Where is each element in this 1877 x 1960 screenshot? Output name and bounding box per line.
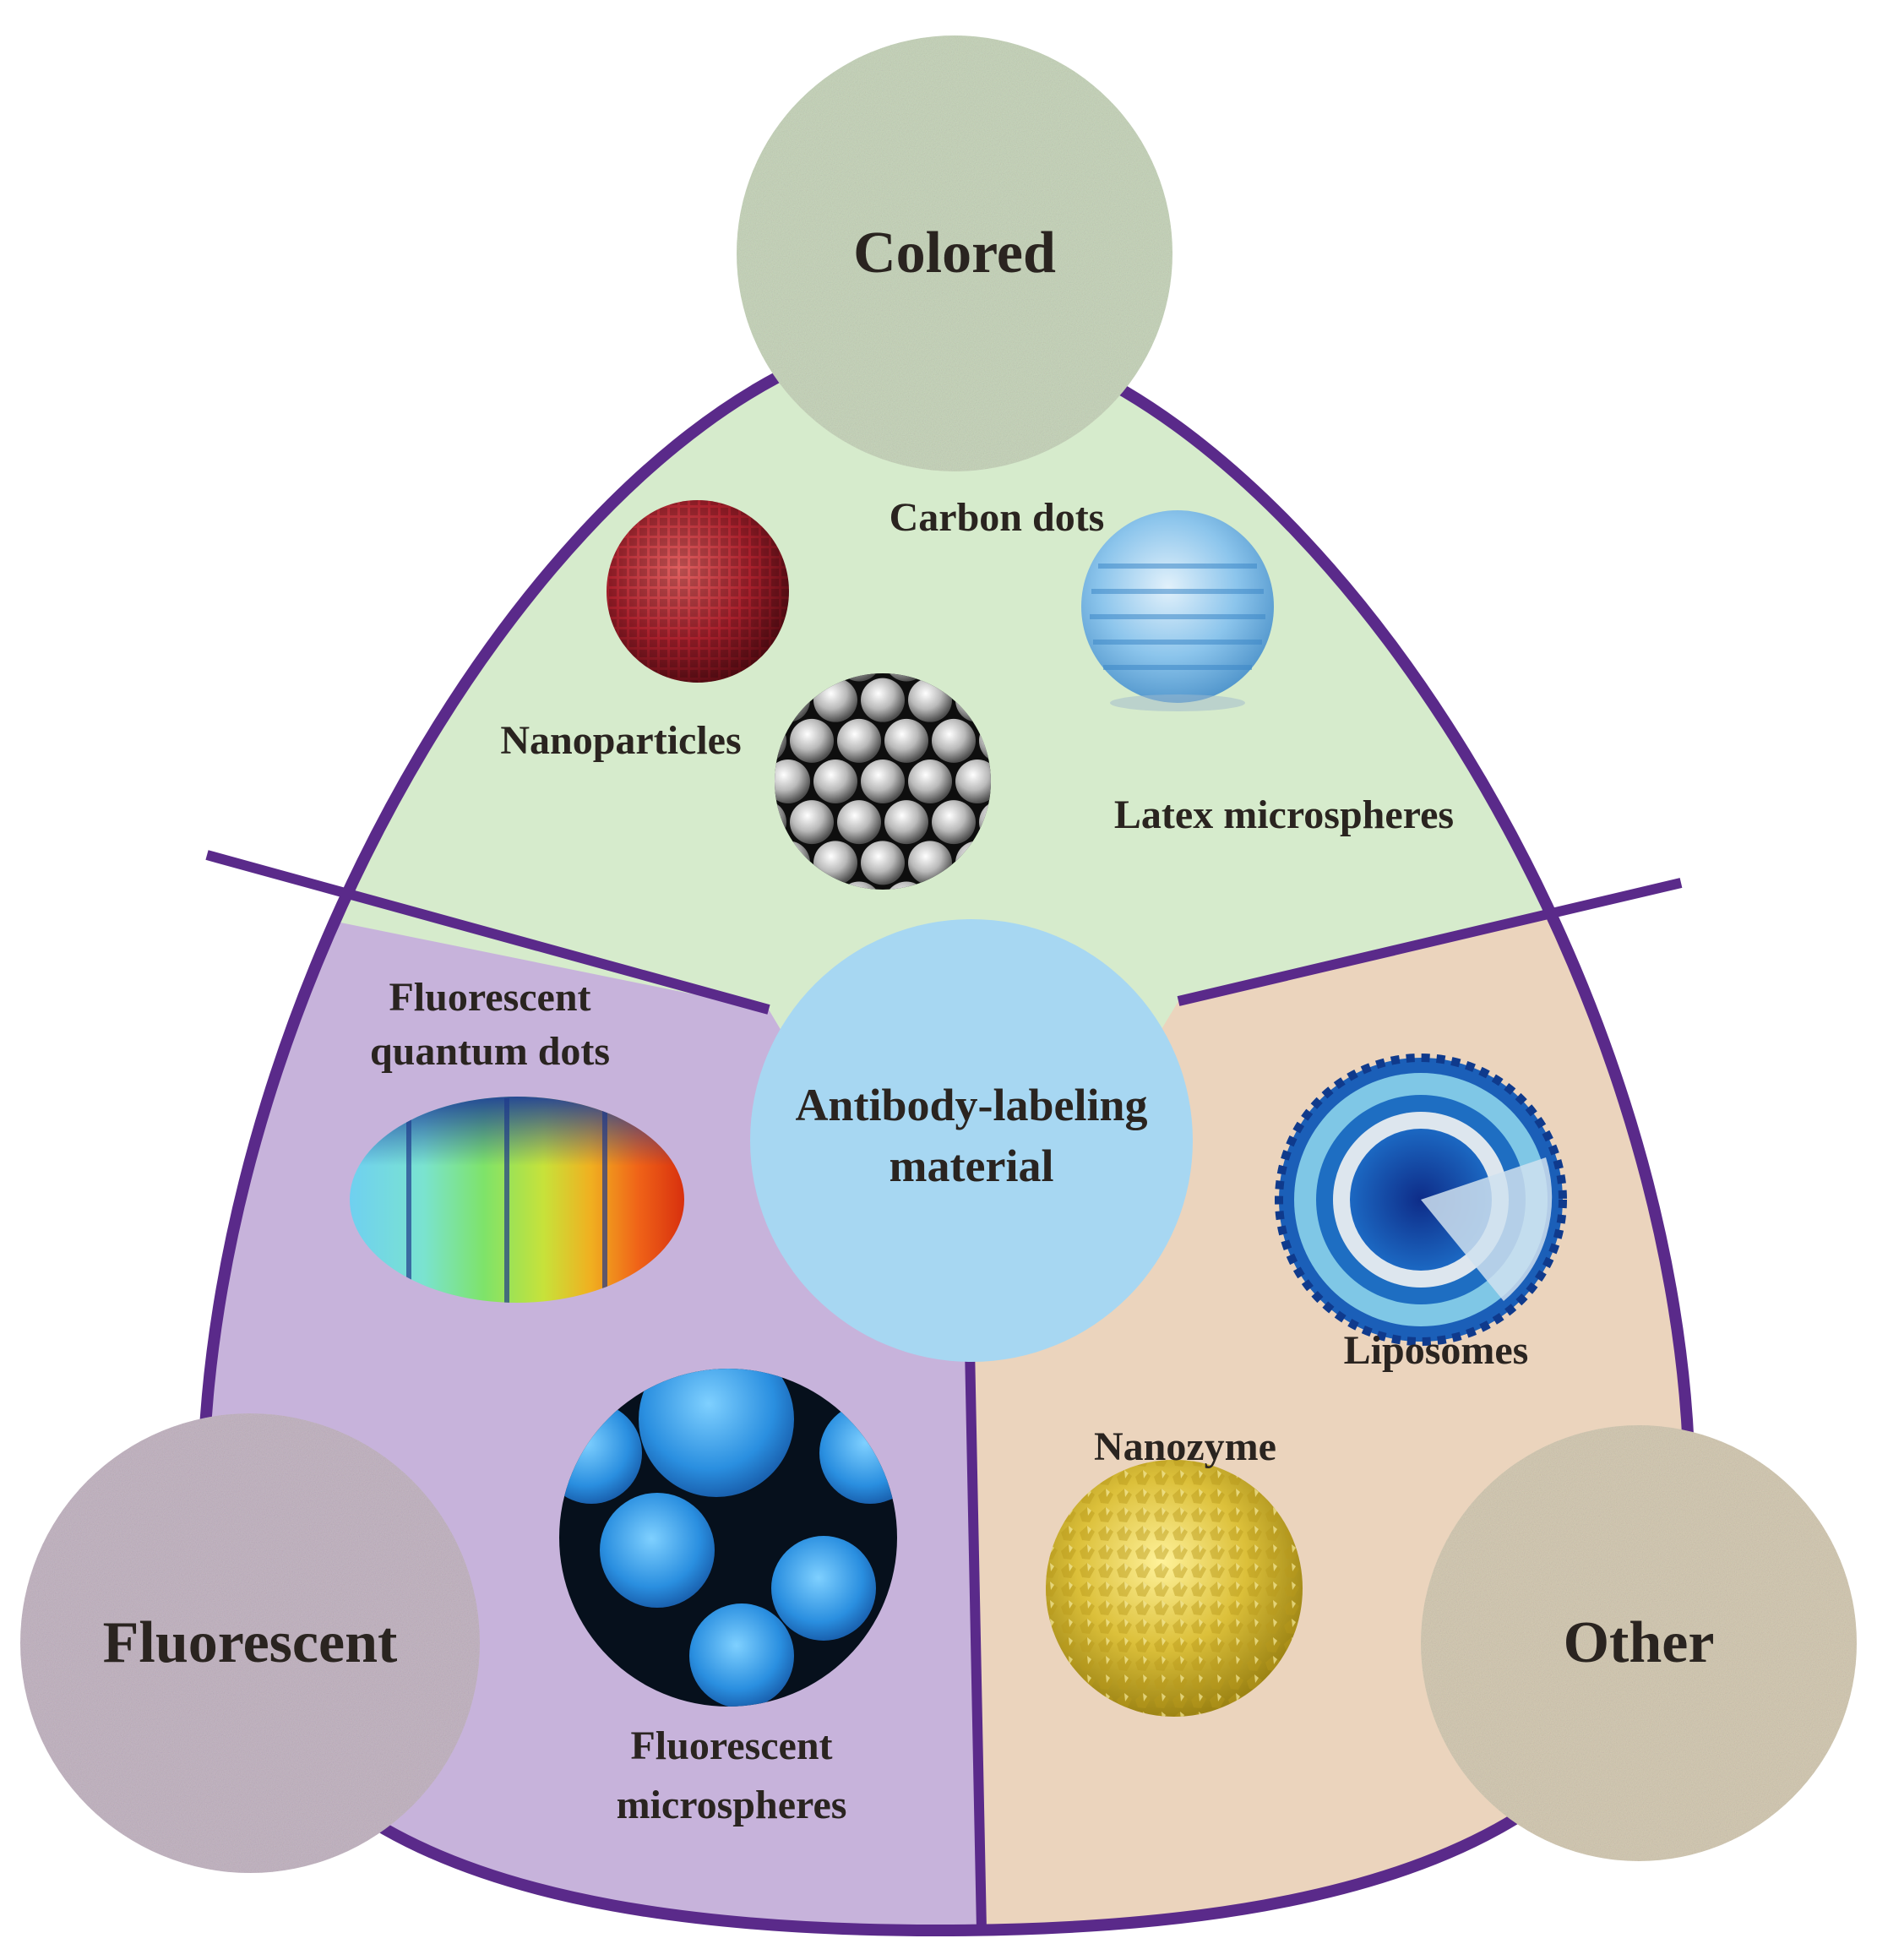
latex-bead — [790, 800, 834, 845]
liposomes-image — [1275, 1054, 1567, 1346]
liposomes-label: Liposomes — [1344, 1328, 1529, 1373]
latex-bead — [861, 760, 905, 803]
latex-bead — [955, 760, 991, 803]
latex-bead — [908, 760, 952, 803]
carbon-dots-label: Carbon dots — [890, 495, 1105, 540]
colored-badge: Colored — [737, 35, 1172, 471]
nanozyme-label: Nanozyme — [1094, 1424, 1276, 1469]
divider-left — [205, 850, 770, 1015]
latex-bead — [932, 718, 976, 763]
divider-bottom — [965, 1347, 987, 1931]
quantum-dots-label-line1: Fluorescent — [389, 975, 590, 1020]
latex-bead — [775, 760, 810, 803]
fluorescent-label: Fluorescent — [103, 1610, 398, 1675]
fluorescent-badge: Fluorescent — [20, 1413, 480, 1873]
latex-bead — [813, 760, 857, 803]
latex-microspheres-label: Latex microspheres — [1114, 792, 1454, 837]
latex-bead — [861, 678, 905, 722]
nanozyme-image — [1046, 1460, 1303, 1717]
latex-bead — [837, 718, 881, 763]
latex-bead — [932, 800, 976, 845]
other-badge: Other — [1421, 1425, 1857, 1861]
shape-outline — [196, 323, 1696, 1937]
latex-bead — [837, 800, 881, 845]
nanoparticles-image — [607, 500, 789, 683]
latex-bead — [861, 841, 905, 885]
divider-right — [1177, 878, 1683, 1006]
other-label: Other — [1564, 1610, 1715, 1675]
carbon-dots-image — [1081, 510, 1274, 711]
fluorescent-microspheres-label-line1: Fluorescent — [630, 1723, 832, 1768]
center-label-line1: Antibody-labeling — [795, 1080, 1147, 1130]
center-label-line2: material — [890, 1141, 1054, 1191]
fluorescent-microspheres-image — [559, 1369, 897, 1707]
latex-bead — [790, 718, 834, 763]
latex-bead — [884, 800, 928, 845]
quantum-dots-label-line2: quantum dots — [370, 1029, 610, 1074]
latex-bead — [884, 718, 928, 763]
region-dividers — [205, 850, 1683, 1931]
nanoparticles-label: Nanoparticles — [500, 718, 741, 763]
colored-label: Colored — [853, 220, 1056, 286]
fluorescent-microspheres-label-line2: microspheres — [617, 1783, 847, 1827]
center-circle: Antibody-labeling material — [750, 919, 1193, 1362]
